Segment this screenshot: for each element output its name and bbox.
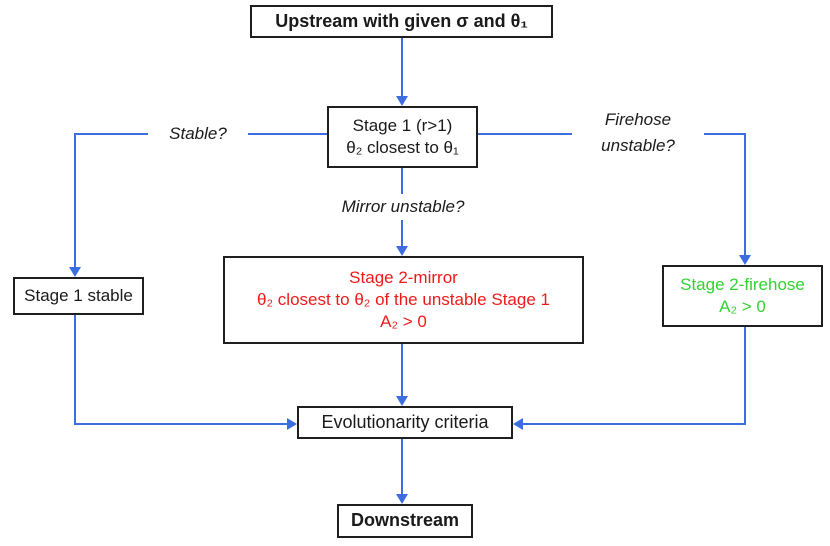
edge-firehose-to-evolutionarity-horizontal bbox=[523, 423, 746, 425]
edge-label-firehose-unstable: Firehose unstable? bbox=[572, 107, 704, 160]
arrow-evolutionarity-to-downstream bbox=[401, 439, 403, 496]
node-stage1-stable: Stage 1 stable bbox=[13, 277, 144, 315]
node-stage1: Stage 1 (r>1) θ₂ closest to θ₁ bbox=[327, 106, 478, 168]
node-downstream: Downstream bbox=[337, 504, 473, 538]
edge-mirror-to-evolutionarity bbox=[401, 344, 403, 398]
node-stage2-firehose-line1: Stage 2-firehose bbox=[680, 275, 805, 295]
arrow-upstream-to-stage1 bbox=[401, 38, 403, 98]
node-stage2-firehose-line2: A₂ > 0 bbox=[719, 297, 766, 316]
node-stage1-stable-label: Stage 1 stable bbox=[24, 286, 133, 306]
node-upstream-label: Upstream with given σ and θ₁ bbox=[275, 10, 528, 31]
node-stage2-mirror-line2: θ₂ closest to θ₂ of the unstable Stage 1 bbox=[257, 290, 550, 310]
arrowhead-down-icon bbox=[69, 267, 81, 277]
node-stage1-line1: Stage 1 (r>1) bbox=[352, 116, 453, 136]
edge-stable-to-evolutionarity-vertical bbox=[74, 315, 76, 425]
node-stage1-line2: θ₂ closest to θ₁ bbox=[346, 138, 459, 157]
node-stage2-mirror: Stage 2-mirror θ₂ closest to θ₂ of the u… bbox=[223, 256, 584, 344]
node-upstream: Upstream with given σ and θ₁ bbox=[250, 5, 553, 38]
node-evolutionarity-criteria: Evolutionarity criteria bbox=[297, 406, 513, 439]
edge-firehose-to-evolutionarity-vertical bbox=[744, 327, 746, 425]
arrowhead-down-icon bbox=[396, 396, 408, 406]
arrowhead-right-icon bbox=[287, 418, 297, 430]
node-stage2-firehose: Stage 2-firehose A₂ > 0 bbox=[662, 265, 823, 327]
node-evolutionarity-criteria-label: Evolutionarity criteria bbox=[321, 411, 489, 432]
edge-stage1-to-stable-vertical bbox=[74, 133, 76, 269]
edge-label-stable: Stable? bbox=[148, 121, 248, 148]
arrowhead-down-icon bbox=[396, 494, 408, 504]
node-stage2-mirror-line3: A₂ > 0 bbox=[380, 311, 427, 331]
arrowhead-down-icon bbox=[739, 255, 751, 265]
edge-label-mirror-unstable: Mirror unstable? bbox=[322, 194, 484, 221]
arrowhead-down-icon bbox=[396, 96, 408, 106]
node-downstream-label: Downstream bbox=[350, 510, 460, 531]
node-stage2-mirror-line1: Stage 2-mirror bbox=[349, 268, 458, 288]
arrowhead-down-icon bbox=[396, 246, 408, 256]
arrowhead-left-icon bbox=[513, 418, 523, 430]
edge-stable-to-evolutionarity-horizontal bbox=[74, 423, 288, 425]
edge-stage1-to-firehose-vertical bbox=[744, 133, 746, 257]
